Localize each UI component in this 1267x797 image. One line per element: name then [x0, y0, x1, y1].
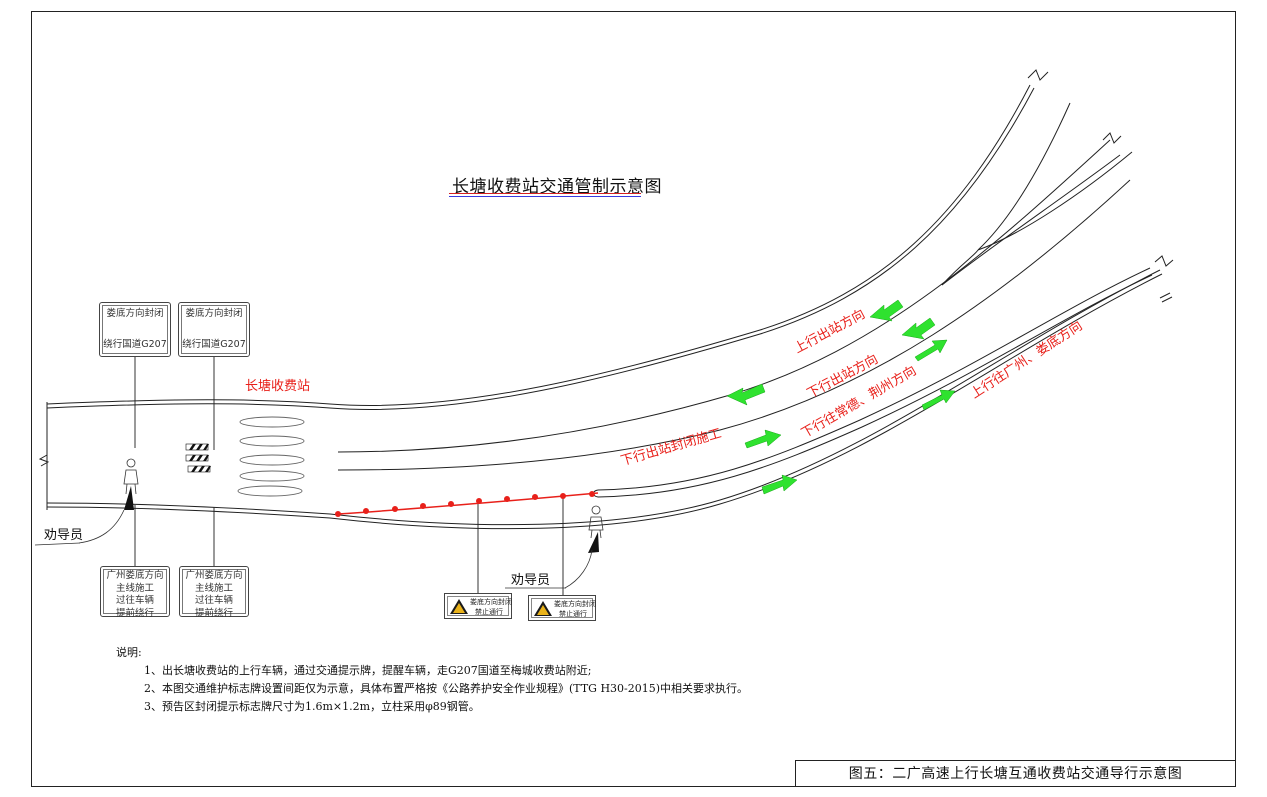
- arrow-down-to-1: [744, 429, 782, 449]
- diagram-title: 长塘收费站交通管制示意图: [452, 177, 662, 197]
- station-label: 长塘收费站: [245, 379, 311, 394]
- sign-text: 主线施工: [115, 582, 154, 594]
- flagger-figure-2: [588, 505, 604, 539]
- closure-sign-top-2: 娄底方向封闭 绕行国道G207: [178, 302, 250, 357]
- sign-text: 主线施工: [194, 582, 233, 594]
- detour-sign-bottom-1: 广州娄底方向 主线施工 过往车辆 提前绕行: [100, 566, 170, 619]
- break-mark-top-2: [1102, 132, 1122, 144]
- break-mark-top-1: [1027, 69, 1049, 81]
- cone-line: [335, 491, 599, 517]
- sign-text: 提前绕行: [194, 607, 233, 619]
- warning-sign-2: 娄底方向封闭 禁止通行: [528, 595, 596, 621]
- sign-text: 广州娄底方向: [185, 570, 243, 581]
- flagger-label-2: 劝导员: [511, 573, 551, 588]
- warning-triangle-icon: [450, 599, 468, 614]
- sign-text: 广州娄底方向: [106, 570, 164, 581]
- title-underline-red: [449, 193, 641, 194]
- arrow-up-exit-2: [726, 383, 766, 406]
- warning-text: 娄底方向封闭: [470, 598, 512, 606]
- closure-sign-top-1: 娄底方向封闭 绕行国道G207: [99, 302, 171, 357]
- warning-text: 禁止通行: [475, 608, 503, 616]
- break-mark-right-2: [1159, 292, 1173, 303]
- warning-triangle-icon: [534, 601, 552, 616]
- sign-text: 绕行国道G207: [103, 338, 167, 350]
- figure-caption: 图五：二广高速上行长塘互通收费站交通导行示意图: [795, 760, 1236, 787]
- toll-islands: [237, 416, 305, 497]
- arrow-down-to-2: [914, 339, 948, 362]
- arrow-up-exit-1: [869, 299, 904, 322]
- flagger-figure-1: [123, 458, 139, 495]
- notes-heading: 说明:: [116, 646, 142, 659]
- flagger-label-1: 劝导员: [44, 528, 84, 543]
- warning-text: 娄底方向封闭: [554, 600, 596, 608]
- notes-block: 说明: 1、出长塘收费站的上行车辆，通过交通提示牌，提醒车辆，走G207国道至梅…: [116, 644, 748, 716]
- sign-text: 绕行国道G207: [182, 338, 246, 350]
- sign-posts: [134, 357, 564, 596]
- arrow-up-to-2: [921, 389, 956, 411]
- title-underline-blue: [449, 196, 641, 197]
- flagger-pointer-1: [124, 486, 134, 510]
- sign-text: 过往车辆: [115, 595, 154, 606]
- detour-sign-bottom-2: 广州娄底方向 主线施工 过往车辆 提前绕行: [179, 566, 249, 619]
- sign-text: 娄底方向封闭: [185, 308, 243, 319]
- arrow-down-exit-1: [901, 317, 936, 340]
- road-edges: [46, 84, 1163, 530]
- sign-text: 过往车辆: [194, 595, 233, 606]
- warning-sign-1: 娄底方向封闭 禁止通行: [444, 593, 512, 619]
- drawing-frame: [31, 11, 1236, 787]
- sign-text: 娄底方向封闭: [106, 308, 164, 319]
- sign-text: 提前绕行: [115, 607, 154, 619]
- flagger-pointer-2: [588, 532, 599, 553]
- arrow-up-to-1: [761, 474, 798, 495]
- note-item: 1、出长塘收费站的上行车辆，通过交通提示牌，提醒车辆，走G207国道至梅城收费站…: [144, 664, 592, 677]
- direction-arrows: [726, 299, 956, 495]
- note-item: 2、本图交通维护标志牌设置间距仅为示意，具体布置严格按《公路养护安全作业规程》(…: [144, 682, 749, 695]
- break-mark-left: [38, 454, 50, 467]
- barrier-stripes: [185, 443, 211, 473]
- note-item: 3、预告区封闭提示标志牌尺寸为1.6m×1.2m，立柱采用φ89钢管。: [144, 700, 480, 713]
- flagger-leader-1: [78, 509, 125, 544]
- break-mark-right: [1154, 255, 1174, 267]
- warning-text: 禁止通行: [559, 610, 587, 618]
